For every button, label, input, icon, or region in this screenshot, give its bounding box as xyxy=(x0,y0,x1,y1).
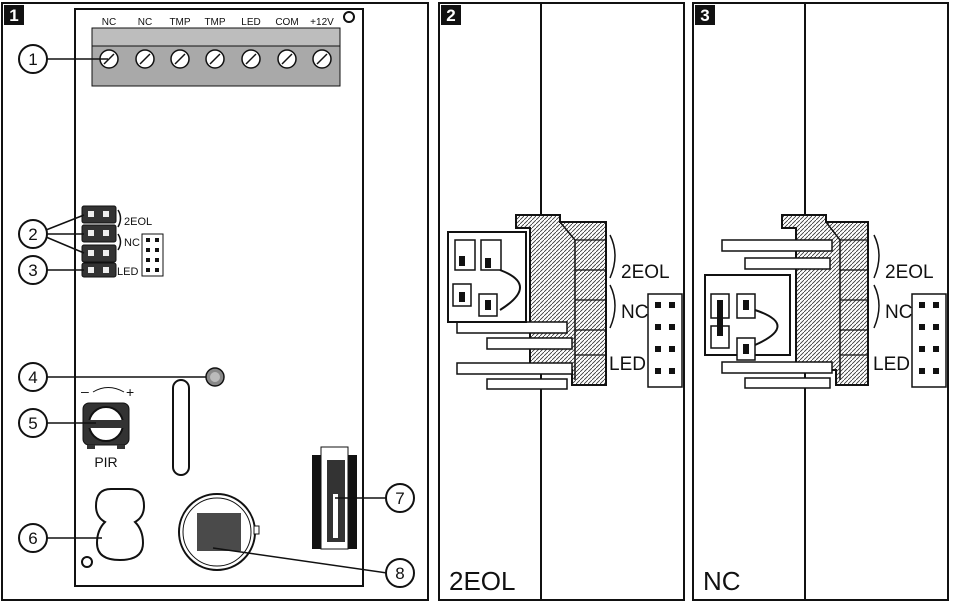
panel-3-caption: NC xyxy=(703,566,741,596)
panel-3-label-nc: NC xyxy=(885,302,912,323)
terminal-label: NC xyxy=(138,17,152,28)
keyhole-mount xyxy=(94,488,146,562)
panel-1: 1 NC NC TMP TMP LED COM +12V 2EOL xyxy=(1,2,429,601)
callout-2: 2 xyxy=(18,219,48,249)
pir-sensor xyxy=(178,493,260,571)
callout-3: 3 xyxy=(18,255,48,285)
terminal-label: COM xyxy=(275,17,298,28)
terminal-screw xyxy=(241,49,261,69)
callout-6: 6 xyxy=(18,523,48,553)
jumper-group: 2EOL NC LED xyxy=(81,205,164,278)
callout-number: 8 xyxy=(395,564,404,583)
cable-slot xyxy=(172,379,190,476)
jumper-label-led: LED xyxy=(117,266,138,278)
terminal-label: LED xyxy=(241,17,260,28)
callout-number: 1 xyxy=(28,50,37,69)
terminal-screw xyxy=(277,49,297,69)
pir-label: PIR xyxy=(94,454,117,470)
panel-2-caption: 2EOL xyxy=(449,566,516,596)
terminal-block: NC NC TMP TMP LED COM +12V xyxy=(91,17,341,87)
terminal-label: NC xyxy=(102,17,116,28)
panel-2-label-led: LED xyxy=(609,354,646,375)
connector-2eol xyxy=(447,214,607,390)
tamper-switch xyxy=(312,446,357,550)
terminal-label: +12V xyxy=(310,17,334,28)
terminal-label: TMP xyxy=(204,17,225,28)
panel-2-number: 2 xyxy=(446,6,455,25)
panel-3-label-2eol: 2EOL xyxy=(885,262,934,283)
terminal-screw xyxy=(170,49,190,69)
panel-1-number: 1 xyxy=(9,6,18,25)
mounting-hole-bottom xyxy=(81,556,93,568)
panel-2: 2 2EOL NC LED xyxy=(438,2,685,601)
callout-7: 7 xyxy=(385,483,415,513)
jumper-label-nc: NC xyxy=(124,237,140,249)
callout-4: 4 xyxy=(18,362,48,392)
callout-5: 5 xyxy=(18,408,48,438)
panel-2-label-2eol: 2EOL xyxy=(621,262,670,283)
callout-1: 1 xyxy=(18,44,48,74)
callout-number: 7 xyxy=(395,489,404,508)
connector-nc xyxy=(704,214,869,389)
terminal-label: TMP xyxy=(169,17,190,28)
terminal-screw xyxy=(99,49,119,69)
callout-number: 2 xyxy=(28,225,37,244)
callout-number: 6 xyxy=(28,529,37,548)
pcb-board xyxy=(74,8,364,587)
pot-minus-label: – xyxy=(81,383,89,399)
panel-3-number: 3 xyxy=(700,6,709,25)
terminal-screw xyxy=(205,49,225,69)
panel-3-label-led: LED xyxy=(873,354,910,375)
callout-8: 8 xyxy=(385,558,415,588)
terminal-screw xyxy=(135,49,155,69)
pir-potentiometer: – + PIR xyxy=(81,383,134,470)
panel-3: 3 2EOL NC LED xyxy=(692,2,949,601)
callout-number: 4 xyxy=(28,368,37,387)
panel-2-label-nc: NC xyxy=(621,302,648,323)
callout-number: 3 xyxy=(28,261,37,280)
pot-plus-label: + xyxy=(126,384,134,400)
mounting-hole-top xyxy=(343,11,355,23)
jumper-label-2eol: 2EOL xyxy=(124,216,152,228)
terminal-screw xyxy=(312,49,332,69)
callout-number: 5 xyxy=(28,414,37,433)
led-indicator xyxy=(205,367,225,387)
